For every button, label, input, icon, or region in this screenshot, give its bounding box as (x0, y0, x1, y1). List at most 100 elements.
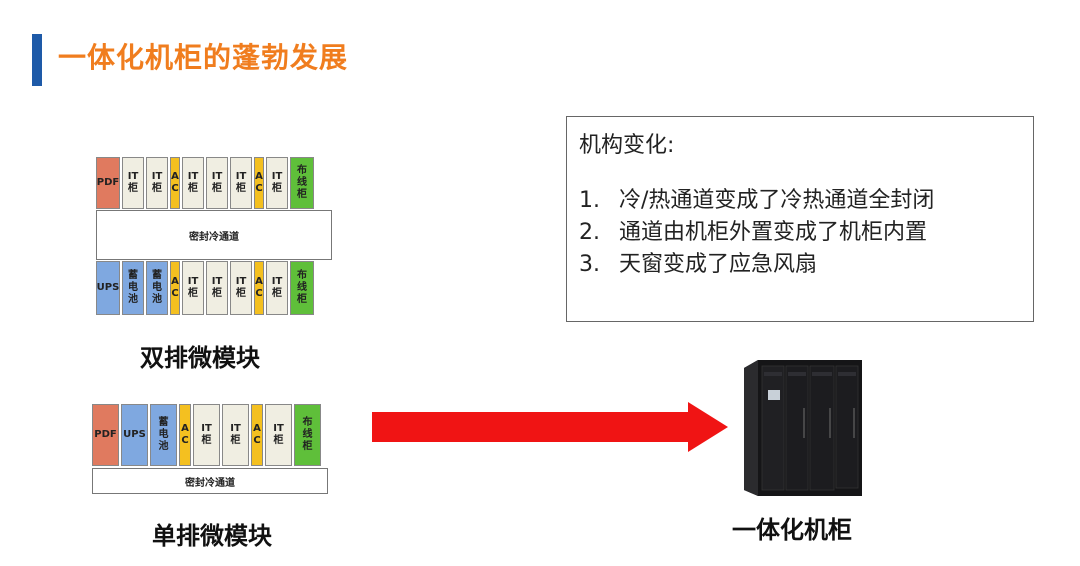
cabinet-label: 柜 (272, 183, 282, 194)
info-item-text: 天窗变成了应急风扇 (619, 252, 818, 277)
cabinet-label: 池 (158, 441, 169, 452)
info-item-number: 3. (579, 252, 600, 277)
cabinet-pdf: PDF (96, 157, 120, 209)
cabinet-label: A (255, 276, 263, 287)
info-item: 1. 冷/热通道变成了冷热通道全封闭 (579, 185, 1021, 217)
cabinet-label: 蓄 (128, 270, 138, 281)
cabinet-label: IT (211, 171, 223, 182)
title-accent-bar (32, 34, 42, 86)
cabinet-label: 蓄 (152, 270, 162, 281)
cabinet-label: 柜 (302, 441, 313, 452)
info-heading: 机构变化: (579, 133, 675, 158)
changes-info-box: 机构变化: 1. 冷/热通道变成了冷热通道全封闭 2. 通道由机柜外置变成了机柜… (566, 116, 1034, 322)
cabinet-label: IT (187, 276, 199, 287)
info-item: 2. 通道由机柜外置变成了机柜内置 (579, 217, 1021, 249)
cabinet-wire: 布线柜 (294, 404, 321, 466)
cabinet-label: 线 (297, 177, 307, 188)
cabinet-label: 柜 (188, 288, 198, 299)
cabinet-bat: 蓄电池 (122, 261, 144, 315)
single-row-caption: 单排微模块 (152, 522, 272, 550)
cabinet-ups: UPS (121, 404, 148, 466)
cabinet-label: IT (211, 276, 223, 287)
cabinet-label: 电 (158, 429, 169, 440)
cabinet-bat: 蓄电池 (146, 261, 168, 315)
cabinet-wire: 布线柜 (290, 261, 314, 315)
cabinet-label: C (171, 183, 179, 194)
cabinet-label: A (255, 171, 263, 182)
cabinet-label: 线 (302, 429, 313, 440)
page-title: 一体化机柜的蓬勃发展 (58, 41, 349, 74)
cabinet-label: 柜 (297, 294, 307, 305)
cabinet-label: IT (273, 423, 284, 434)
cabinet-label: 柜 (212, 288, 222, 299)
cabinet-label: 蓄 (158, 417, 169, 428)
double-row-caption: 双排微模块 (140, 344, 260, 372)
cabinet-bat: 蓄电池 (150, 404, 177, 466)
cabinet-label: A (171, 171, 179, 182)
cabinet-label: 柜 (230, 435, 241, 446)
info-item-number: 1. (579, 188, 600, 213)
cabinet-label: IT (151, 171, 163, 182)
cabinet-label: 柜 (273, 435, 284, 446)
cabinet-ups: UPS (96, 261, 120, 315)
cabinet-label: UPS (123, 429, 146, 440)
cabinet-label: 柜 (152, 183, 162, 194)
single-row-aisle-label: 密封冷通道 (185, 477, 235, 489)
cabinet-label: 池 (128, 294, 138, 305)
cabinet-label: C (253, 435, 261, 446)
cabinet-label: 柜 (236, 183, 246, 194)
cabinet-label: 柜 (212, 183, 222, 194)
cabinet-label: 柜 (272, 288, 282, 299)
cabinet-label: 柜 (236, 288, 246, 299)
cabinet-label: 柜 (128, 183, 138, 194)
info-item-number: 2. (579, 220, 600, 245)
cabinet-label: IT (271, 171, 283, 182)
cabinet-wire: 布线柜 (290, 157, 314, 209)
cabinet-label: 线 (297, 282, 307, 293)
cabinet-label: 柜 (201, 435, 212, 446)
info-item-text: 通道由机柜外置变成了机柜内置 (619, 220, 928, 245)
cabinet-label: UPS (96, 282, 120, 293)
double-row-aisle: 密封冷通道 (96, 210, 332, 260)
cabinet-label: PDF (96, 177, 120, 188)
cabinet-label: A (171, 276, 179, 287)
cabinet-label: A (181, 423, 189, 434)
cabinet-label: 电 (128, 282, 138, 293)
cabinet-label: C (181, 435, 189, 446)
cabinet-label: 布 (297, 270, 307, 281)
cabinet-pdf: PDF (92, 404, 119, 466)
cabinet-label: IT (187, 171, 199, 182)
single-row-aisle: 密封冷通道 (92, 468, 328, 494)
cabinet-label: 池 (152, 294, 162, 305)
cabinet-label: PDF (94, 429, 117, 440)
integrated-cabinet-caption: 一体化机柜 (732, 516, 852, 544)
cabinet-label: IT (235, 276, 247, 287)
cabinet-label: C (171, 288, 179, 299)
transition-arrow-shaft (372, 412, 690, 442)
cabinet-label: C (255, 288, 263, 299)
cabinet-label: IT (235, 171, 247, 182)
cabinet-label: IT (201, 423, 212, 434)
cabinet-label: 布 (297, 165, 307, 176)
double-row-aisle-label: 密封冷通道 (189, 231, 239, 243)
